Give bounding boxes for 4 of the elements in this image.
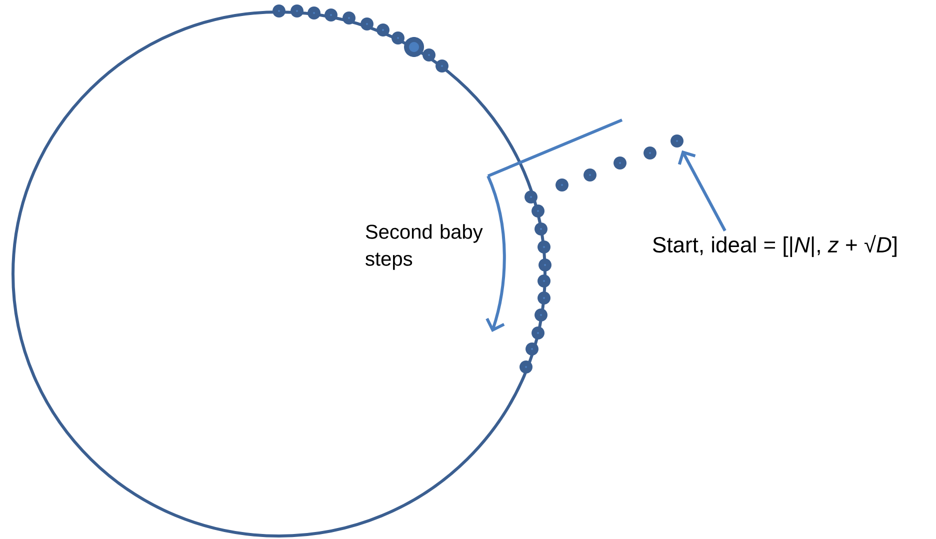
start-label: Start, ideal = [|N|, z + √D] (653, 234, 896, 258)
leader-arrow (678, 150, 726, 232)
step-label: Second baby steps (366, 224, 483, 270)
start-dot (670, 134, 684, 148)
